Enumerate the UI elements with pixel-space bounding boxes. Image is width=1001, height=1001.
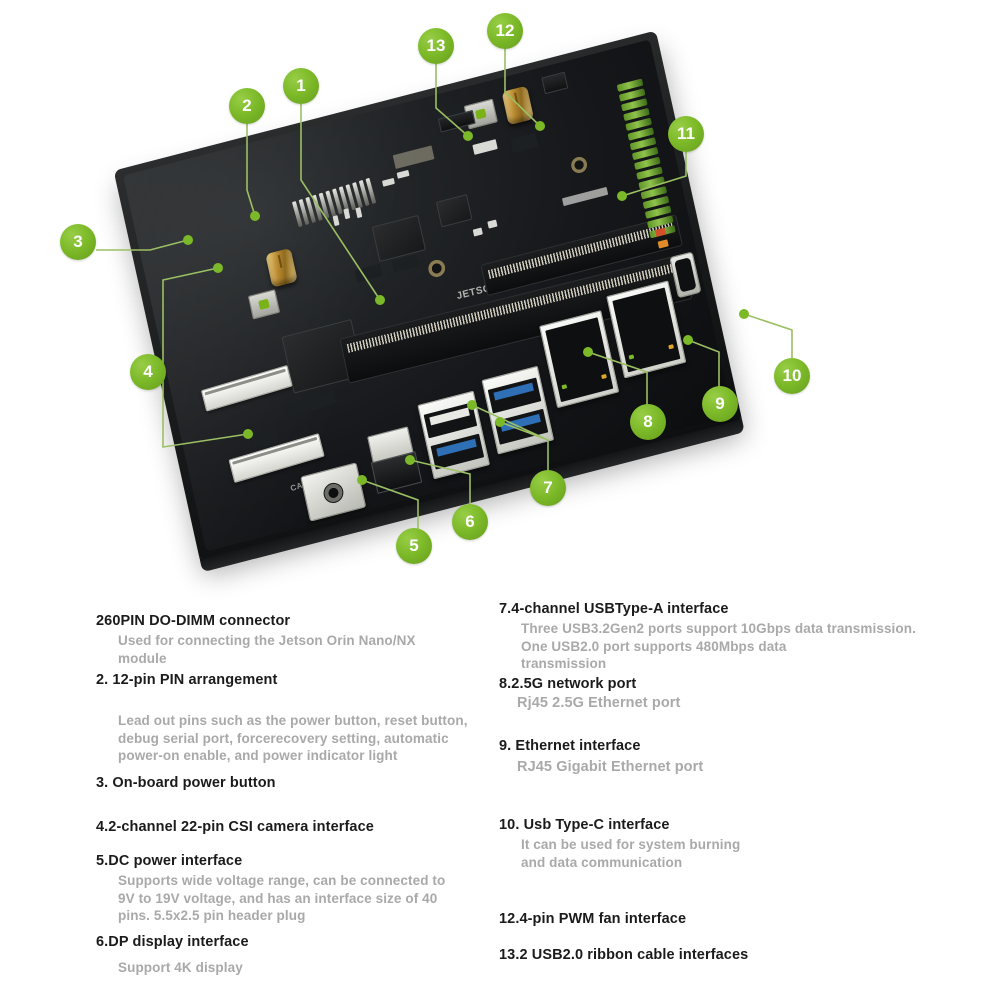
power-button[interactable]	[247, 289, 281, 320]
legend-item-1-description: Used for connecting the Jetson Orin Nano…	[118, 633, 416, 666]
callout-12[interactable]: 12	[487, 13, 523, 49]
callout-11[interactable]: 11	[668, 116, 704, 152]
legend-item-5: 5.DC power interface Supports wide volta…	[96, 852, 445, 925]
board-surface: JETSON-ORIN-IO BASE-B 2517 5AA	[122, 39, 733, 552]
legend-item-5-title: 5.DC power interface	[96, 853, 243, 869]
mount-hole-1	[426, 258, 447, 279]
aux-connector-a	[284, 390, 338, 419]
callout-5[interactable]: 5	[396, 528, 432, 564]
smd-l	[561, 186, 609, 207]
board-photo: JETSON-ORIN-IO BASE-B 2517 5AA	[0, 0, 1001, 580]
callout-10[interactable]: 10	[774, 358, 810, 394]
callout-8[interactable]: 8	[630, 404, 666, 440]
smd-f	[354, 264, 383, 283]
legend-item-10-title: 10. Usb Type-C interface	[499, 817, 670, 833]
legend-item-12: 12.4-pin PWM fan interface	[499, 910, 686, 928]
legend-item-7-description: Three USB3.2Gen2 ports support 10Gbps da…	[521, 621, 916, 671]
carrier-board: JETSON-ORIN-IO BASE-B 2517 5AA	[113, 30, 743, 562]
soc-chip-c	[435, 194, 473, 228]
legend-item-13-title: 13.2 USB2.0 ribbon cable interfaces	[499, 947, 749, 963]
legend-item-8-title: 8.2.5G network port	[499, 676, 637, 692]
legend-item-7: 7.4-channel USBType-A interface Three US…	[499, 600, 916, 673]
legend-item-8-description: Rj45 2.5G Ethernet port	[517, 695, 681, 711]
smd-k	[509, 132, 539, 154]
legend-item-9-description: RJ45 Gigabit Ethernet port	[517, 759, 704, 775]
legend-item-12-title: 12.4-pin PWM fan interface	[499, 911, 687, 927]
usb-stack-2[interactable]	[481, 365, 555, 455]
usb-stack-1[interactable]	[417, 390, 491, 480]
smd-e	[396, 169, 410, 179]
pwm-fan-header[interactable]	[541, 71, 569, 95]
callout-1[interactable]: 1	[283, 68, 319, 104]
legend-item-9: 9. Ethernet interface RJ45 Gigabit Ether…	[499, 737, 703, 777]
smd-d	[381, 177, 395, 187]
standoff-top	[501, 85, 535, 126]
legend-item-3: 3. On-board power button	[96, 774, 276, 792]
legend-item-10: 10. Usb Type-C interface It can be used …	[499, 816, 740, 871]
smd-i	[487, 219, 498, 229]
legend-item-1: 260PIN DO-DIMM connector Used for connec…	[96, 612, 416, 667]
callout-7[interactable]: 7	[530, 470, 566, 506]
smd-c	[355, 207, 363, 219]
callout-6[interactable]: 6	[452, 504, 488, 540]
smd-j	[472, 139, 498, 155]
dc-power-jack[interactable]	[300, 462, 367, 522]
rj45-2-5g-port[interactable]	[539, 310, 620, 409]
callout-4[interactable]: 4	[130, 354, 166, 390]
legend-item-13: 13.2 USB2.0 ribbon cable interfaces	[499, 946, 748, 964]
legend-item-4: 4.2-channel 22-pin CSI camera interface	[96, 818, 374, 836]
legend-item-8: 8.2.5G network port Rj45 2.5G Ethernet p…	[499, 675, 680, 713]
board-stage: JETSON-ORIN-IO BASE-B 2517 5AA	[0, 0, 1001, 580]
callout-13[interactable]: 13	[418, 28, 454, 64]
csi-connector-1[interactable]	[200, 364, 293, 412]
standoff-left	[265, 247, 298, 288]
legend-item-1-title: 260PIN DO-DIMM connector	[96, 613, 291, 629]
callout-2[interactable]: 2	[229, 88, 265, 124]
legend-item-6-description: Support 4K display	[118, 960, 243, 975]
callout-9[interactable]: 9	[702, 386, 738, 422]
legend-item-7-title: 7.4-channel USBType-A interface	[499, 601, 729, 617]
mount-hole-2	[569, 155, 589, 175]
legend: 260PIN DO-DIMM connector Used for connec…	[0, 586, 1001, 1001]
legend-item-6: 6.DP display interface Support 4K displa…	[96, 933, 249, 977]
legend-item-2: 2. 12-pin PIN arrangement Lead out pins …	[96, 671, 468, 765]
legend-item-4-title: 4.2-channel 22-pin CSI camera interface	[96, 819, 374, 835]
test-pad-a	[392, 145, 435, 170]
smd-a	[332, 215, 340, 227]
legend-item-2-title: 2. 12-pin PIN arrangement	[96, 672, 278, 688]
legend-item-10-description: It can be used for system burning and da…	[521, 837, 741, 870]
legend-item-5-description: Supports wide voltage range, can be conn…	[118, 873, 446, 923]
legend-item-9-title: 9. Ethernet interface	[499, 738, 641, 754]
smd-h	[472, 227, 483, 237]
callout-3[interactable]: 3	[60, 224, 96, 260]
legend-item-3-title: 3. On-board power button	[96, 775, 276, 791]
usb2-ribbon-connector[interactable]	[437, 109, 476, 133]
legend-item-6-title: 6.DP display interface	[96, 934, 249, 950]
soc-chip-b	[371, 214, 426, 263]
legend-item-2-description: Lead out pins such as the power button, …	[118, 713, 468, 763]
